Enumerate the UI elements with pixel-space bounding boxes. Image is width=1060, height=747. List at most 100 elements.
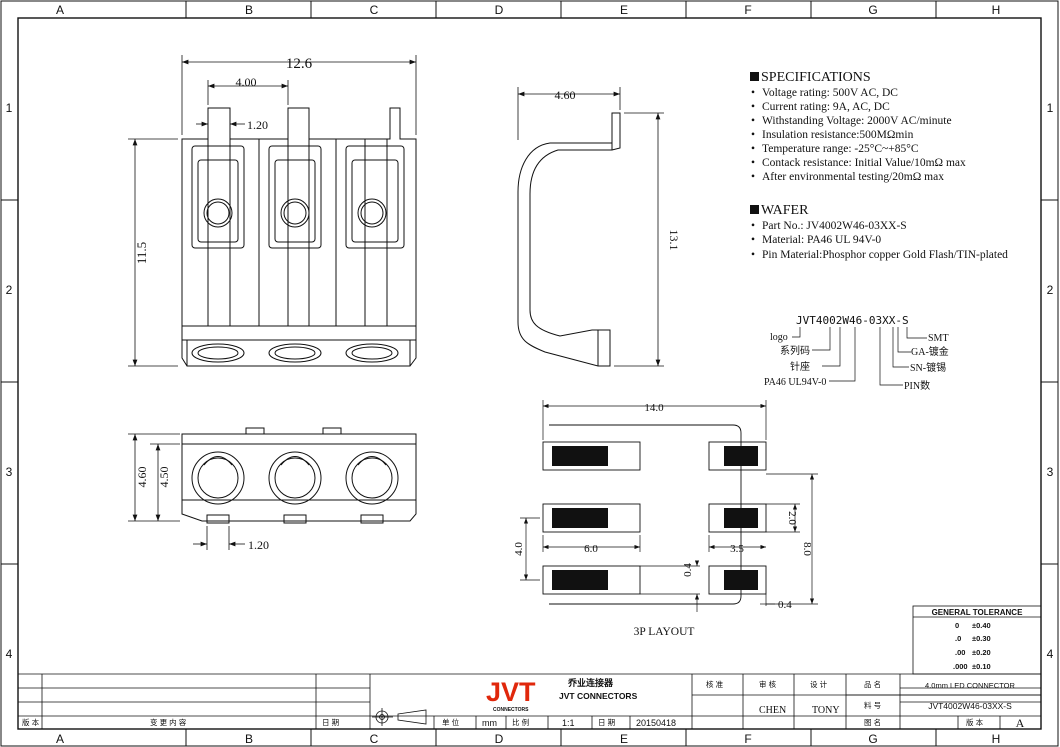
front-view [181,107,417,367]
wafer-item: Part No.: JV4002W46-03XX-S [762,220,907,232]
tb-drawing-label: 图 名 [864,717,881,727]
grid-labels: A B C D E F G H A B C D E F G H 1 2 3 4 … [6,3,1054,746]
layout-dim-35: 3.5 [730,543,744,555]
tb-partno-value: JVT4002W46-03XX-S [928,701,1012,711]
side-view-dimensions [517,87,664,367]
layout-dim-14: 14.0 [644,402,664,414]
dim-bottom-pin: 1.20 [248,538,269,552]
layout-dim-6: 6.0 [584,543,598,555]
tb-approve-label: 核 准 [706,679,724,689]
layout-pad [552,446,608,466]
tb-scale-value: 1:1 [562,718,575,728]
spec-bullet-icon: • [751,171,755,183]
layout-dim-4: 4.0 [513,542,525,556]
wafer-title: WAFER [761,203,809,218]
part-code-diagram: JVT4002W46-03XX-S logo 系列码 针座 PA46 UL94V… [764,314,949,392]
tolerance-value: ±0.30 [972,634,991,643]
grid-col-e-bottom: E [620,732,628,746]
part-code-smt: SMT [928,333,949,344]
tb-date-value: 20150418 [636,718,676,728]
tolerance-value: ±0.40 [972,621,991,630]
tolerance-key: .0 [955,634,961,643]
part-code: JVT4002W46-03XX-S [796,314,909,327]
dim-bottom-h1: 4.60 [135,467,149,488]
tb-date-label: 日 期 [598,718,615,727]
projection-symbol-icon [372,708,427,726]
tb-reviewer: CHEN [759,705,786,716]
grid-col-d-bottom: D [495,732,504,746]
layout-pad [724,446,758,466]
tb-unit-value: mm [482,718,497,728]
grid-col-f-top: F [744,3,751,17]
grid-col-h-bottom: H [992,732,1001,746]
spec-bullet-icon: • [751,143,755,155]
spec-square-icon [750,72,759,81]
wafer-square-icon [750,205,759,214]
layout-dim-2: 2.0 [786,511,798,525]
spec-item: Withstanding Voltage: 2000V AC/minute [762,115,952,127]
grid-col-c-bottom: C [370,732,379,746]
tb-designer: TONY [812,705,840,716]
tolerance-value: ±0.10 [972,662,991,671]
spec-item: Insulation resistance:500MΩmin [762,129,914,141]
grid-row-1-left: 1 [6,101,13,115]
part-code-material: PA46 UL94V-0 [764,377,826,388]
grid-col-a-top: A [56,3,64,17]
grid-col-e-top: E [620,3,628,17]
tolerance-key: .000 [953,662,968,671]
spec-bullet-icon: • [751,129,755,141]
part-code-ga: GA-镀金 [911,345,949,358]
dim-side-depth: 4.60 [555,88,576,102]
wafer-bullet-icon: • [751,220,755,232]
layout-dim-04b: 0.4 [778,599,792,611]
title-block: JVT CONNECTORS 乔业连接器 JVT CONNECTORS 版 本 … [18,673,1041,730]
tb-version-value: A [1016,716,1025,730]
tb-name-value: 4.0mm LED CONNECTOR [925,681,1015,690]
dim-height-front: 11.5 [134,242,149,264]
jvt-logo: JVT [486,677,536,707]
spec-item: Voltage rating: 500V AC, DC [762,87,898,99]
grid-row-3-right: 3 [1047,465,1054,479]
tolerance-key: .00 [955,648,965,657]
tb-design-label: 设 计 [810,679,828,689]
spec-title: SPECIFICATIONS [761,70,871,85]
layout-pad [724,570,758,590]
layout-dim-8: 8.0 [801,542,813,556]
grid-col-f-bottom: F [744,732,751,746]
dim-side-height: 13.1 [667,230,681,251]
grid-col-b-bottom: B [245,732,253,746]
part-code-pin: PIN数 [904,379,930,392]
wafer-item: Pin Material:Phosphor copper Gold Flash/… [762,249,1008,261]
spec-item: Current rating: 9A, AC, DC [762,101,890,113]
part-code-sn: SN-镀锡 [910,361,946,374]
layout-pad [552,508,608,528]
tb-scale-label: 比 例 [512,717,529,727]
layout-dim-04a: 0.4 [682,563,694,577]
tb-unit-label: 单 位 [442,717,460,727]
tolerance-title: GENERAL TOLERANCE [932,608,1023,617]
spec-item: Temperature range: -25°C~+85°C [762,143,919,155]
grid-row-2-right: 2 [1047,283,1054,297]
spec-item: After environmental testing/20mΩ max [762,171,944,183]
side-view [517,112,621,367]
layout-title: 3P LAYOUT [634,626,695,638]
tb-name-label: 品 名 [864,679,881,689]
grid-row-1-right: 1 [1047,101,1054,115]
spec-bullet-icon: • [751,87,755,99]
grid-col-b-top: B [245,3,253,17]
spec-bullet-icon: • [751,115,755,127]
dim-pin-width: 1.20 [247,118,268,132]
company-en: JVT CONNECTORS [559,691,638,701]
dim-bottom-h2: 4.50 [157,467,171,488]
grid-col-c-top: C [370,3,379,17]
front-view-dimensions [128,55,417,367]
tb-version-label: 版 本 [966,717,984,727]
part-code-logo: logo [770,332,788,343]
grid-col-g-bottom: G [868,732,877,746]
company-cn: 乔业连接器 [567,677,614,688]
part-code-series: 系列码 [780,344,810,357]
wafer-bullet-icon: • [751,249,755,261]
tb-revdate-label: 日 期 [322,718,339,727]
